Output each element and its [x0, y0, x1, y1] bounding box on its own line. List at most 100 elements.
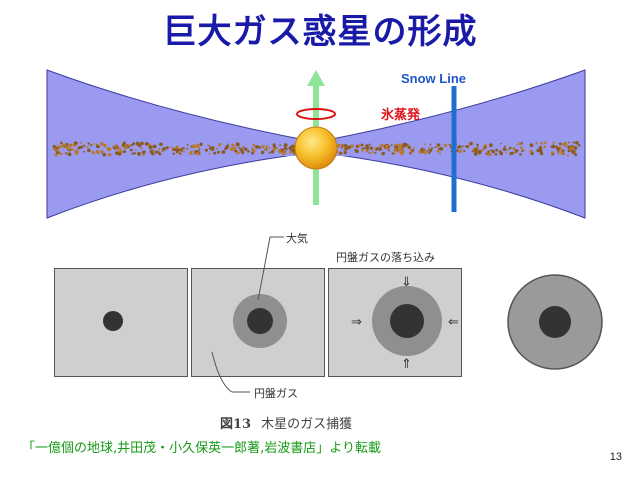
- dust-grain: [375, 148, 378, 152]
- dust-grain: [574, 153, 578, 157]
- dust-grain: [371, 151, 374, 154]
- dust-grain: [565, 143, 568, 146]
- protoplanetary-disk-diagram: [46, 69, 586, 219]
- dust-grain: [394, 143, 397, 147]
- dust-grain: [123, 145, 128, 150]
- dust-grain: [343, 148, 346, 152]
- capture-panel-atmosphere: [191, 268, 325, 377]
- dust-grain: [544, 141, 547, 144]
- dust-grain: [283, 143, 288, 148]
- dust-grain: [558, 142, 562, 146]
- dust-grain: [199, 142, 203, 146]
- dust-grain: [234, 149, 238, 153]
- dust-grain: [499, 150, 502, 153]
- dust-grain: [563, 152, 565, 155]
- dust-grain: [393, 148, 398, 152]
- dust-grain: [172, 152, 175, 155]
- arrow-up-icon: ⇑: [401, 357, 412, 372]
- dust-grain: [283, 148, 286, 151]
- dust-grain: [556, 146, 560, 151]
- dust-grain: [140, 147, 143, 150]
- dust-grain: [521, 149, 524, 153]
- dust-grain: [193, 153, 196, 155]
- dust-grain: [381, 151, 386, 156]
- dust-grain: [179, 147, 182, 150]
- dust-grain: [570, 146, 574, 150]
- dust-grain: [500, 142, 502, 145]
- dust-particles: [52, 141, 581, 157]
- dust-grain: [268, 147, 271, 149]
- dust-grain: [354, 148, 356, 151]
- dust-grain: [96, 144, 100, 149]
- dust-grain: [577, 144, 581, 147]
- dust-grain: [481, 148, 484, 152]
- dust-grain: [340, 146, 343, 149]
- dust-grain: [233, 146, 237, 150]
- dust-grain: [54, 153, 58, 157]
- dust-grain: [572, 141, 575, 144]
- dust-grain: [159, 142, 163, 147]
- dust-grain: [336, 144, 341, 148]
- dust-grain: [83, 144, 86, 147]
- dust-grain: [461, 148, 464, 151]
- dust-grain: [408, 146, 411, 150]
- dust-grain: [90, 144, 93, 147]
- dust-grain: [439, 147, 444, 151]
- dust-grain: [108, 153, 112, 157]
- dust-grain: [461, 145, 464, 148]
- dust-grain: [242, 147, 245, 149]
- dust-grain: [420, 147, 424, 152]
- dust-grain: [83, 150, 85, 153]
- dust-grain: [91, 150, 95, 154]
- dust-grain: [360, 143, 364, 147]
- dust-grain: [514, 149, 519, 153]
- dust-grain: [196, 152, 200, 156]
- dust-grain: [530, 152, 534, 156]
- dust-grain: [552, 141, 555, 144]
- dust-grain: [380, 145, 383, 148]
- dust-grain: [65, 152, 68, 155]
- dust-grain: [423, 143, 426, 146]
- dust-grain: [57, 144, 59, 146]
- dust-grain: [227, 143, 229, 146]
- dust-grain: [485, 152, 488, 155]
- dust-grain: [224, 148, 226, 151]
- capture-panel-core: [54, 268, 188, 377]
- dust-grain: [379, 144, 381, 147]
- dust-grain: [58, 145, 62, 149]
- capture-panel-infall: ⇓ ⇑ ⇒ ⇐: [328, 268, 462, 377]
- dust-grain: [59, 152, 63, 156]
- dust-grain: [87, 142, 90, 145]
- dust-grain: [341, 144, 344, 147]
- dust-grain: [255, 145, 259, 149]
- dust-grain: [551, 151, 554, 155]
- dust-grain: [477, 150, 482, 155]
- dust-grain: [113, 146, 117, 150]
- dust-grain: [154, 150, 158, 154]
- dust-grain: [180, 149, 183, 152]
- dust-grain: [568, 141, 570, 144]
- dust-grain: [289, 150, 293, 154]
- dust-grain: [208, 147, 212, 150]
- dust-grain: [573, 146, 578, 150]
- dust-grain: [112, 146, 115, 148]
- dust-grain: [195, 143, 200, 148]
- dust-grain: [465, 145, 469, 149]
- dust-grain: [378, 147, 382, 151]
- dust-grain: [261, 144, 264, 148]
- dust-grain: [397, 143, 400, 146]
- dust-grain: [509, 151, 513, 156]
- dust-grain: [236, 150, 240, 155]
- dust-grain: [252, 151, 255, 153]
- dust-grain: [65, 142, 69, 147]
- dust-grain: [505, 151, 508, 154]
- dust-grain: [409, 152, 412, 155]
- dust-grain: [270, 150, 275, 154]
- page-number: 13: [609, 451, 622, 463]
- solid-core: [247, 308, 273, 334]
- dust-grain: [216, 150, 220, 154]
- dust-grain: [74, 149, 79, 154]
- dust-grain: [128, 144, 132, 148]
- dust-grain: [240, 149, 244, 154]
- dust-grain: [388, 149, 390, 152]
